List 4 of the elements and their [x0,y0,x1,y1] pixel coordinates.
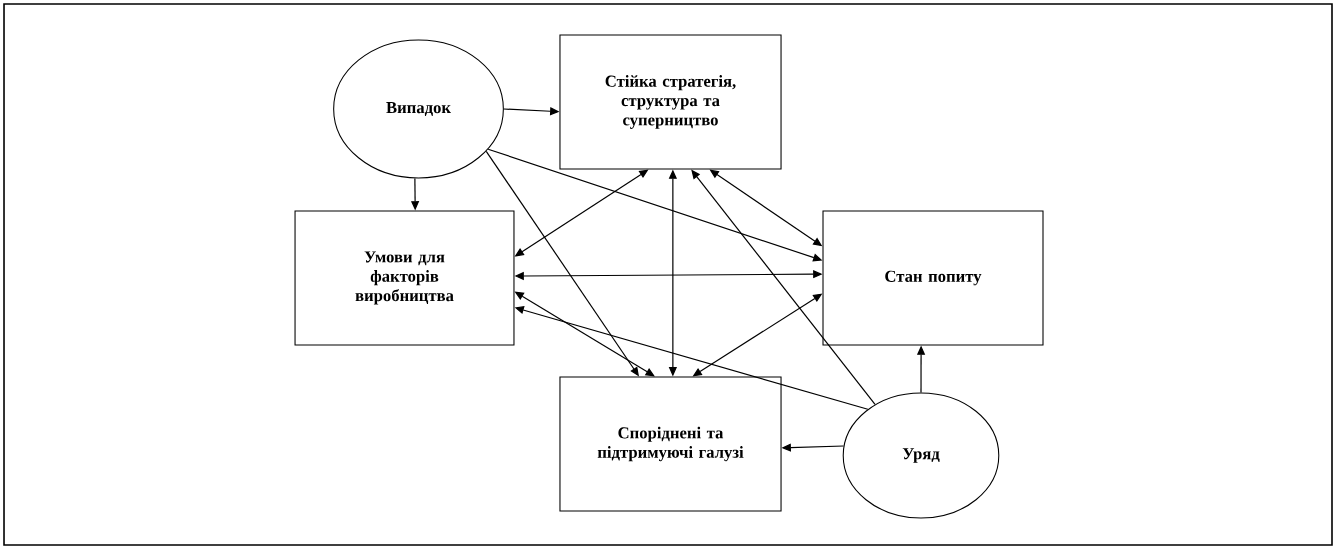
factor-box: Стійка стратегія, структура та суперництво [559,34,782,170]
factor-box: Умови для факторів виробництва [294,210,515,346]
factor-box: Споріднені та підтримуючі галузі [559,376,782,512]
factor-box: Стан попиту [822,210,1044,346]
